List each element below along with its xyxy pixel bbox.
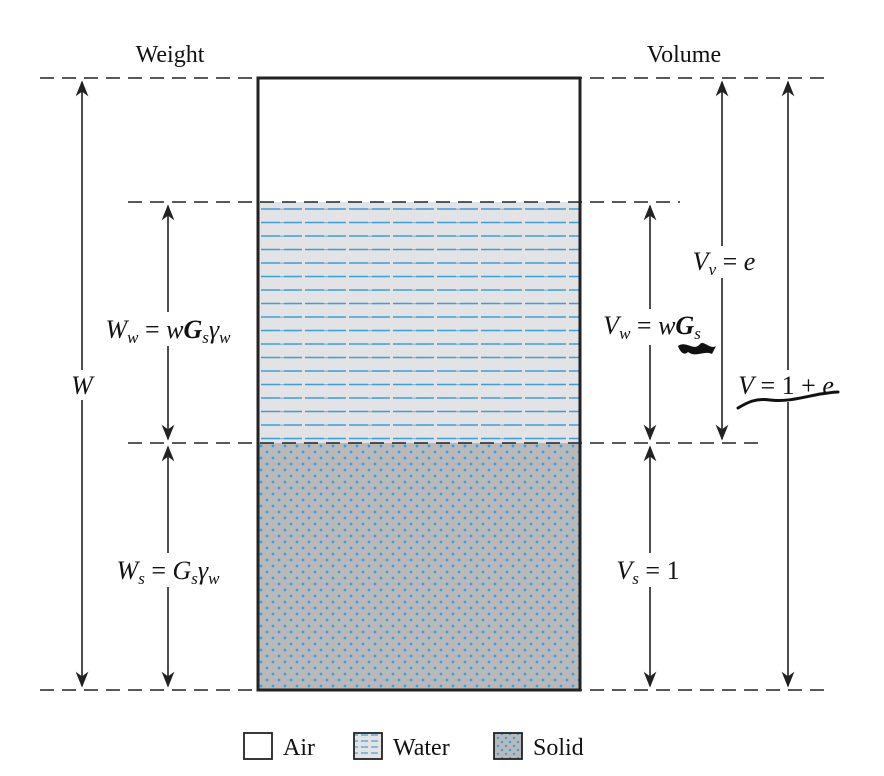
Ww-label: Ww = wGsγw xyxy=(105,315,231,347)
legend-solid-label: Solid xyxy=(533,735,584,761)
legend-solid-swatch xyxy=(493,732,523,760)
Ws-label: Ws = Gsγw xyxy=(117,556,221,588)
Vw-label: Vw = wGs xyxy=(603,311,701,343)
solid-region xyxy=(258,443,580,690)
handwritten-underline xyxy=(736,390,840,410)
Ww-W: W xyxy=(105,315,129,344)
air-region xyxy=(258,78,580,202)
V-label: V = 1 + e xyxy=(738,371,834,400)
water-region-offset xyxy=(258,202,580,443)
Vs-label: Vs = 1 xyxy=(616,556,679,588)
legend: Air Water Solid xyxy=(243,732,584,761)
W-label: W xyxy=(71,371,95,400)
weight-header: Weight xyxy=(136,42,205,68)
legend-air-swatch xyxy=(243,732,273,760)
Ww-sub: w xyxy=(127,328,139,347)
handwritten-scribble-icon xyxy=(678,343,716,355)
volume-header: Volume xyxy=(647,42,721,68)
legend-water-swatch xyxy=(353,732,383,760)
legend-air-label: Air xyxy=(283,735,315,761)
legend-water-label: Water xyxy=(393,735,450,761)
Vv-label: Vv = e xyxy=(693,247,756,279)
